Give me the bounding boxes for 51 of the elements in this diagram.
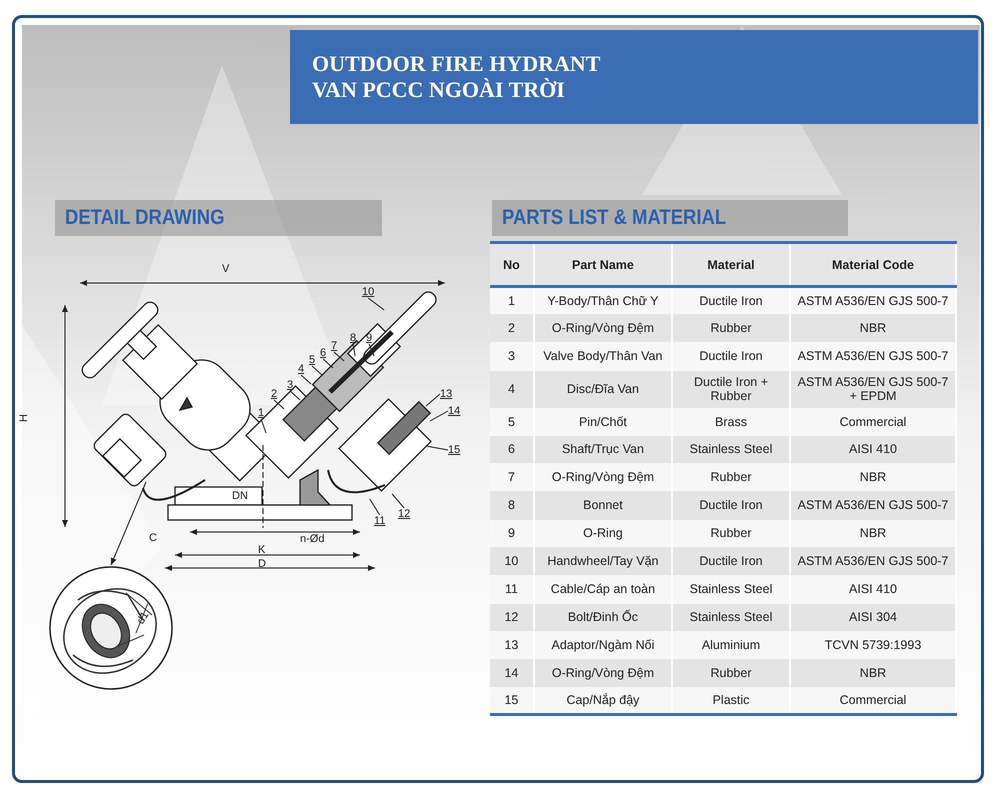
material-code: Commercial [790, 686, 956, 714]
title-banner [290, 30, 978, 124]
leader-line [368, 344, 375, 356]
coupling-detail-drawing [48, 565, 174, 691]
leader-line [426, 446, 448, 450]
arrow [110, 482, 146, 566]
part-number: 15 [490, 686, 534, 714]
leader-line [369, 498, 380, 516]
leader-line [260, 418, 267, 434]
callout-number: 3 [287, 379, 294, 391]
callout-number: 11 [374, 515, 386, 527]
leader-line [352, 344, 356, 356]
dimension-label: K [258, 544, 266, 556]
callout-number: 2 [271, 388, 278, 400]
callout-number: 13 [440, 388, 452, 400]
callout-number: 5 [309, 354, 316, 366]
dimension-label: DN [232, 490, 248, 502]
leader-line [322, 358, 334, 368]
leader-line [392, 494, 405, 508]
callout-number: 14 [448, 405, 460, 417]
callout-number: 10 [362, 286, 374, 298]
title-text: VAN PCCC NGOÀI TRỜI [312, 77, 566, 103]
leader-line [290, 390, 301, 400]
leader-line [312, 366, 323, 376]
leader-line [368, 298, 385, 310]
material-name: Plastic [672, 686, 790, 714]
section-header-bar [55, 200, 382, 236]
dimension-label: C [149, 532, 157, 544]
dimension-label: V [222, 263, 230, 275]
dimension-label: D [258, 558, 266, 570]
callout-number: 1 [258, 407, 264, 419]
title-text: OUTDOOR FIRE HYDRANT [312, 51, 602, 77]
section-heading: PARTS LIST & MATERIAL [502, 206, 728, 230]
callout-number: 9 [366, 332, 372, 344]
part-name: Cap/Nắp đậy [534, 686, 672, 714]
callout-number: 4 [298, 363, 304, 375]
section-header-bar [492, 200, 848, 236]
leader-line [274, 400, 285, 410]
leader-line [426, 394, 440, 406]
dimension-label: d1 [134, 610, 152, 626]
leader-line [334, 352, 345, 362]
callout-number: 15 [448, 444, 460, 456]
leader-line [430, 410, 448, 422]
callout-number: 8 [350, 332, 356, 344]
leader-line [300, 374, 312, 384]
section-heading: DETAIL DRAWING [65, 206, 226, 230]
callout-number: 6 [320, 347, 326, 359]
callout-number: 7 [331, 340, 338, 352]
dimension-label: H [18, 414, 30, 422]
dimension-label: n-Ød [300, 533, 324, 545]
callout-number: 12 [398, 508, 410, 520]
